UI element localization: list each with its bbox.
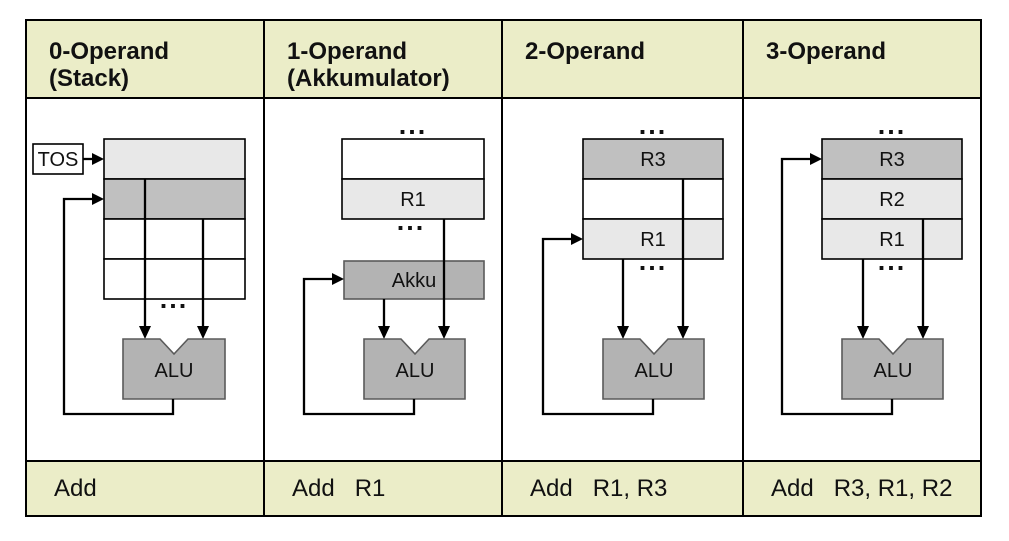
arrowhead-down-icon — [139, 326, 151, 339]
register-row-blank — [582, 178, 724, 220]
alu-label: ALU — [874, 360, 913, 382]
ellipsis: ... — [639, 110, 668, 140]
header-line1: 0-Operand — [49, 38, 170, 65]
arrowhead-down-icon — [917, 326, 929, 339]
register-label-r1: R1 — [400, 189, 426, 211]
header-line2: (Akkumulator) — [287, 65, 450, 92]
stack-row-3 — [103, 218, 246, 260]
operand-read-lines — [857, 219, 929, 339]
alu-label: ALU — [396, 360, 435, 382]
alu-shape — [363, 338, 466, 400]
register-label-r1: R1 — [640, 229, 666, 251]
ellipsis: ... — [399, 110, 428, 140]
diagram-stack-machine: ... TOS ALU — [27, 99, 265, 462]
alu-shape — [122, 338, 226, 400]
instruction-mnemonic: Add — [292, 474, 335, 502]
register-label-r3: R3 — [640, 149, 666, 171]
instruction-operands: R1, R3 — [592, 474, 668, 502]
ellipsis: ... — [878, 246, 907, 276]
instruction-mnemonic: Add — [530, 474, 573, 502]
diagram-2-operand-machine: ... R3 R1 ... ALU — [503, 99, 744, 462]
register-label-r1: R1 — [879, 229, 905, 251]
header-1-operand: 1-Operand (Akkumulator) — [265, 21, 503, 99]
stack-row-top — [103, 138, 246, 180]
writeback-loop — [541, 233, 655, 416]
register-row-r3 — [821, 138, 963, 180]
header-0-operand: 0-Operand (Stack) — [27, 21, 265, 99]
instruction-operands: R1 — [354, 474, 386, 502]
register-row-blank — [341, 138, 485, 180]
stack-row-second — [103, 178, 246, 220]
register-row-r1 — [821, 218, 963, 260]
arrowhead-right-icon — [571, 233, 583, 245]
register-row-r1 — [341, 178, 485, 220]
operand-read-lines — [139, 179, 209, 339]
header-line1: 1-Operand — [287, 38, 408, 65]
operand-architecture-table: 0-Operand (Stack) 1-Operand (Akkumulator… — [25, 19, 982, 517]
register-label-r2: R2 — [879, 189, 905, 211]
stack-machine-figure: ... TOS ALU — [32, 138, 246, 416]
header-line1: 2-Operand — [525, 38, 646, 65]
two-operand-figure: ... R3 R1 ... ALU — [541, 110, 724, 416]
instruction-mnemonic: Add — [771, 474, 814, 502]
arrowhead-right-icon — [332, 273, 344, 285]
ellipsis: ... — [639, 246, 668, 276]
alu-label: ALU — [635, 360, 674, 382]
arrowhead-right-icon — [810, 153, 822, 165]
arrowhead-down-icon — [857, 326, 869, 339]
accumulator-machine-figure: ... R1 ... Akku ALU — [302, 110, 485, 416]
instruction-mnemonic: Add — [54, 474, 97, 502]
header-line2: (Stack) — [49, 65, 130, 92]
arrowhead-down-icon — [197, 326, 209, 339]
stack-row-4 — [103, 258, 246, 300]
instruction-operands: R3, R1, R2 — [833, 474, 953, 502]
alu-shape — [602, 338, 705, 400]
ellipsis: ... — [878, 110, 907, 140]
arrowhead-right-icon — [92, 193, 104, 205]
register-row-r3 — [582, 138, 724, 180]
tos-pointer: TOS — [32, 143, 104, 175]
arrowhead-down-icon — [378, 326, 390, 339]
writeback-path — [62, 197, 175, 416]
diagram-accumulator-machine: ... R1 ... Akku ALU — [265, 99, 503, 462]
header-3-operand: 3-Operand — [744, 21, 980, 99]
arrowhead-down-icon — [677, 326, 689, 339]
alu-shape — [841, 338, 944, 400]
arrowhead-down-icon — [617, 326, 629, 339]
tos-label: TOS — [38, 149, 79, 171]
ellipsis: ... — [160, 284, 189, 314]
writeback-path — [302, 277, 416, 416]
akku-label: Akku — [392, 270, 436, 292]
arrowhead-down-icon — [438, 326, 450, 339]
header-2-operand: 2-Operand — [503, 21, 744, 99]
alu-label: ALU — [155, 360, 194, 382]
operand-read-lines — [378, 219, 450, 339]
header-line1: 3-Operand — [766, 38, 887, 65]
instruction-example-akku: Add R1 — [265, 462, 503, 515]
operand-read-lines — [617, 179, 689, 339]
writeback-loop — [62, 193, 175, 416]
akku-box — [343, 260, 485, 300]
writeback-path — [541, 237, 655, 416]
instruction-example-2op: Add R1, R3 — [503, 462, 744, 515]
writeback-loop — [302, 273, 416, 416]
tos-box — [32, 143, 84, 175]
diagram-3-operand-machine: ... R3 R2 R1 ... ALU — [744, 99, 980, 462]
instruction-example-3op: Add R3, R1, R2 — [744, 462, 980, 515]
tos-arrowhead — [92, 153, 104, 165]
instruction-example-stack: Add — [27, 462, 265, 515]
writeback-path — [780, 157, 894, 416]
register-label-r3: R3 — [879, 149, 905, 171]
ellipsis: ... — [397, 206, 426, 236]
three-operand-figure: ... R3 R2 R1 ... ALU — [780, 110, 963, 416]
writeback-loop — [780, 153, 894, 416]
